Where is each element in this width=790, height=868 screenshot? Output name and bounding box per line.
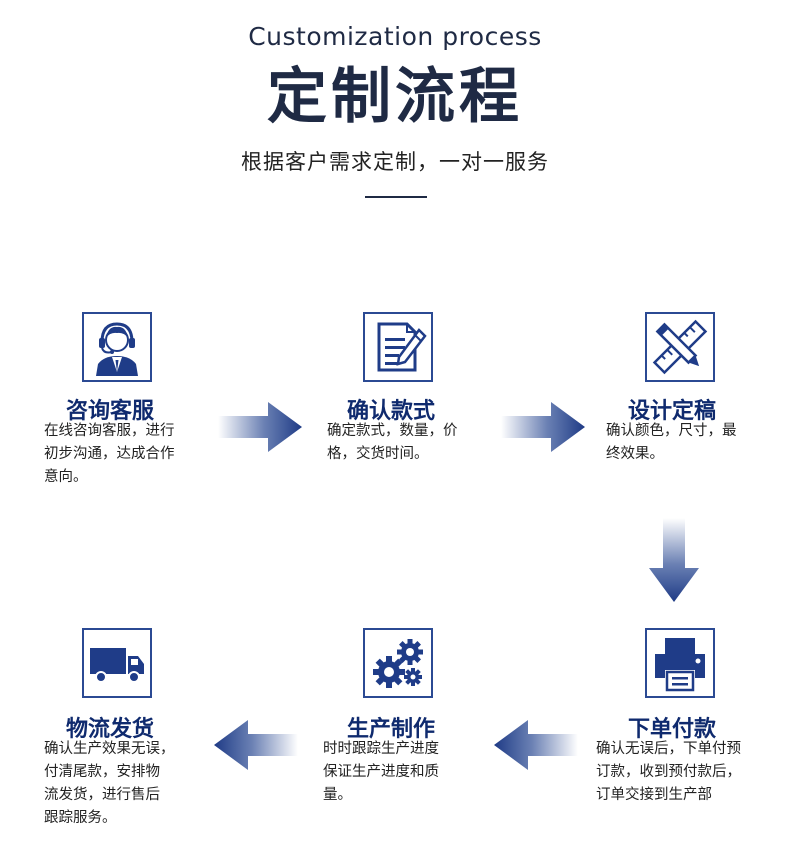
arrow-left-icon — [214, 720, 298, 770]
step-1-desc-line: 意向。 — [44, 469, 88, 485]
header-title-cn: 定制流程 — [267, 62, 523, 132]
step-5-desc-line: 量。 — [323, 787, 352, 803]
step-4-icon-box — [645, 628, 715, 698]
step-3-icon-box — [645, 312, 715, 382]
step-4-description: 确认无误后，下单付预 订款，收到预付款后， 订单交接到生产部 — [596, 738, 741, 807]
step-4-desc-line: 确认无误后，下单付预 — [596, 741, 741, 757]
step-4-title: 下单付款 — [628, 717, 717, 742]
document-edit-icon — [377, 322, 427, 372]
step-1-description: 在线咨询客服，进行 初步沟通，达成合作 意向。 — [44, 420, 175, 489]
step-2-icon-box — [363, 312, 433, 382]
step-3-description: 确认颜色，尺寸，最 终效果。 — [606, 420, 737, 466]
step-6-desc-line: 流发货，进行售后 — [44, 787, 160, 803]
step-5-title: 生产制作 — [347, 717, 436, 742]
step-2-desc-line: 确定款式，数量，价 — [327, 423, 458, 439]
step-5-desc-line: 时时跟踪生产进度 — [323, 741, 439, 757]
step-1-desc-line: 在线咨询客服，进行 — [44, 423, 175, 439]
step-6-desc-line: 确认生产效果无误， — [44, 741, 175, 757]
step-6-title: 物流发货 — [66, 717, 155, 742]
header-title-en: Customization process — [248, 22, 542, 51]
step-6-icon-box — [82, 628, 152, 698]
header-divider — [365, 196, 427, 198]
arrow-right-icon — [501, 402, 585, 452]
printer-icon — [655, 638, 705, 692]
step-6-desc-line: 付清尾款，安排物 — [44, 764, 160, 780]
arrow-left-icon — [494, 720, 578, 770]
step-2-description: 确定款式，数量，价 格，交货时间。 — [327, 420, 458, 466]
step-1-icon-box — [82, 312, 152, 382]
delivery-truck-icon — [90, 648, 144, 683]
step-4-desc-line: 订款，收到预付款后， — [596, 764, 741, 780]
arrow-right-icon — [218, 402, 302, 452]
customer-service-icon — [96, 322, 138, 376]
design-tools-icon — [652, 319, 708, 375]
step-1-title: 咨询客服 — [66, 399, 155, 424]
header-subtitle: 根据客户需求定制，一对一服务 — [241, 150, 549, 174]
step-3-desc-line: 终效果。 — [606, 446, 664, 462]
step-6-desc-line: 跟踪服务。 — [44, 810, 117, 826]
step-5-description: 时时跟踪生产进度 保证生产进度和质 量。 — [323, 738, 439, 807]
step-3-title: 设计定稿 — [628, 399, 717, 424]
step-2-desc-line: 格，交货时间。 — [327, 446, 429, 462]
step-2-title: 确认款式 — [347, 399, 436, 424]
step-1-desc-line: 初步沟通，达成合作 — [44, 446, 175, 462]
gears-icon — [373, 639, 423, 688]
step-4-desc-line: 订单交接到生产部 — [596, 787, 712, 803]
arrow-down-icon — [649, 518, 699, 602]
step-5-icon-box — [363, 628, 433, 698]
step-6-description: 确认生产效果无误， 付清尾款，安排物 流发货，进行售后 跟踪服务。 — [44, 738, 175, 830]
step-5-desc-line: 保证生产进度和质 — [323, 764, 439, 780]
step-3-desc-line: 确认颜色，尺寸，最 — [606, 423, 737, 439]
